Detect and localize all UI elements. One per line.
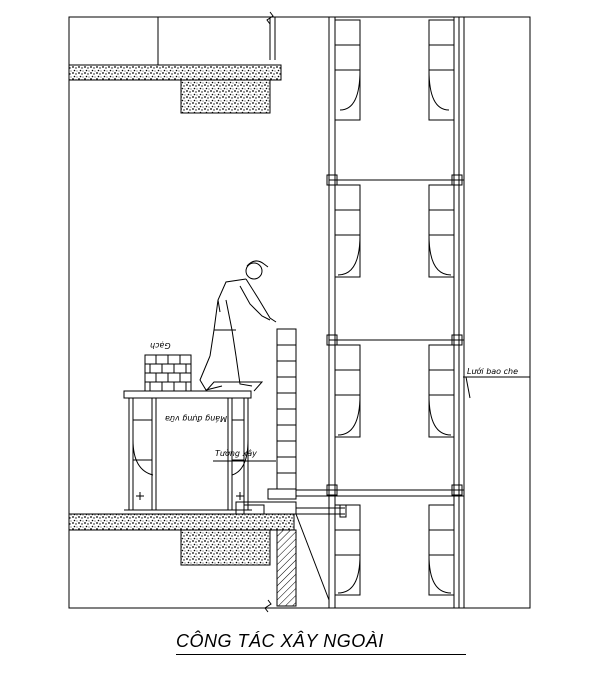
upper-floor-slab — [68, 64, 282, 81]
scaffold — [295, 17, 465, 608]
drawing-frame — [68, 16, 531, 609]
lower-beam — [180, 529, 271, 566]
mortar-tray — [205, 381, 264, 392]
brick-wall — [276, 328, 297, 490]
label-tuong-xay: Tường xây — [215, 449, 257, 458]
label-mang-dung-vua: Máng đựng vữa — [165, 414, 228, 423]
label-luoi-bao-che: Lưới bao che — [467, 367, 518, 376]
lower-floor-slab — [68, 513, 295, 531]
drawing-caption: CÔNG TÁC XÂY NGOÀI — [176, 631, 466, 655]
upper-beam — [180, 79, 271, 114]
worker-figure — [199, 260, 277, 391]
lower-wall — [276, 529, 297, 607]
label-gach: Gạch — [150, 341, 171, 350]
brick-stack — [144, 354, 192, 392]
work-platform — [123, 390, 252, 511]
